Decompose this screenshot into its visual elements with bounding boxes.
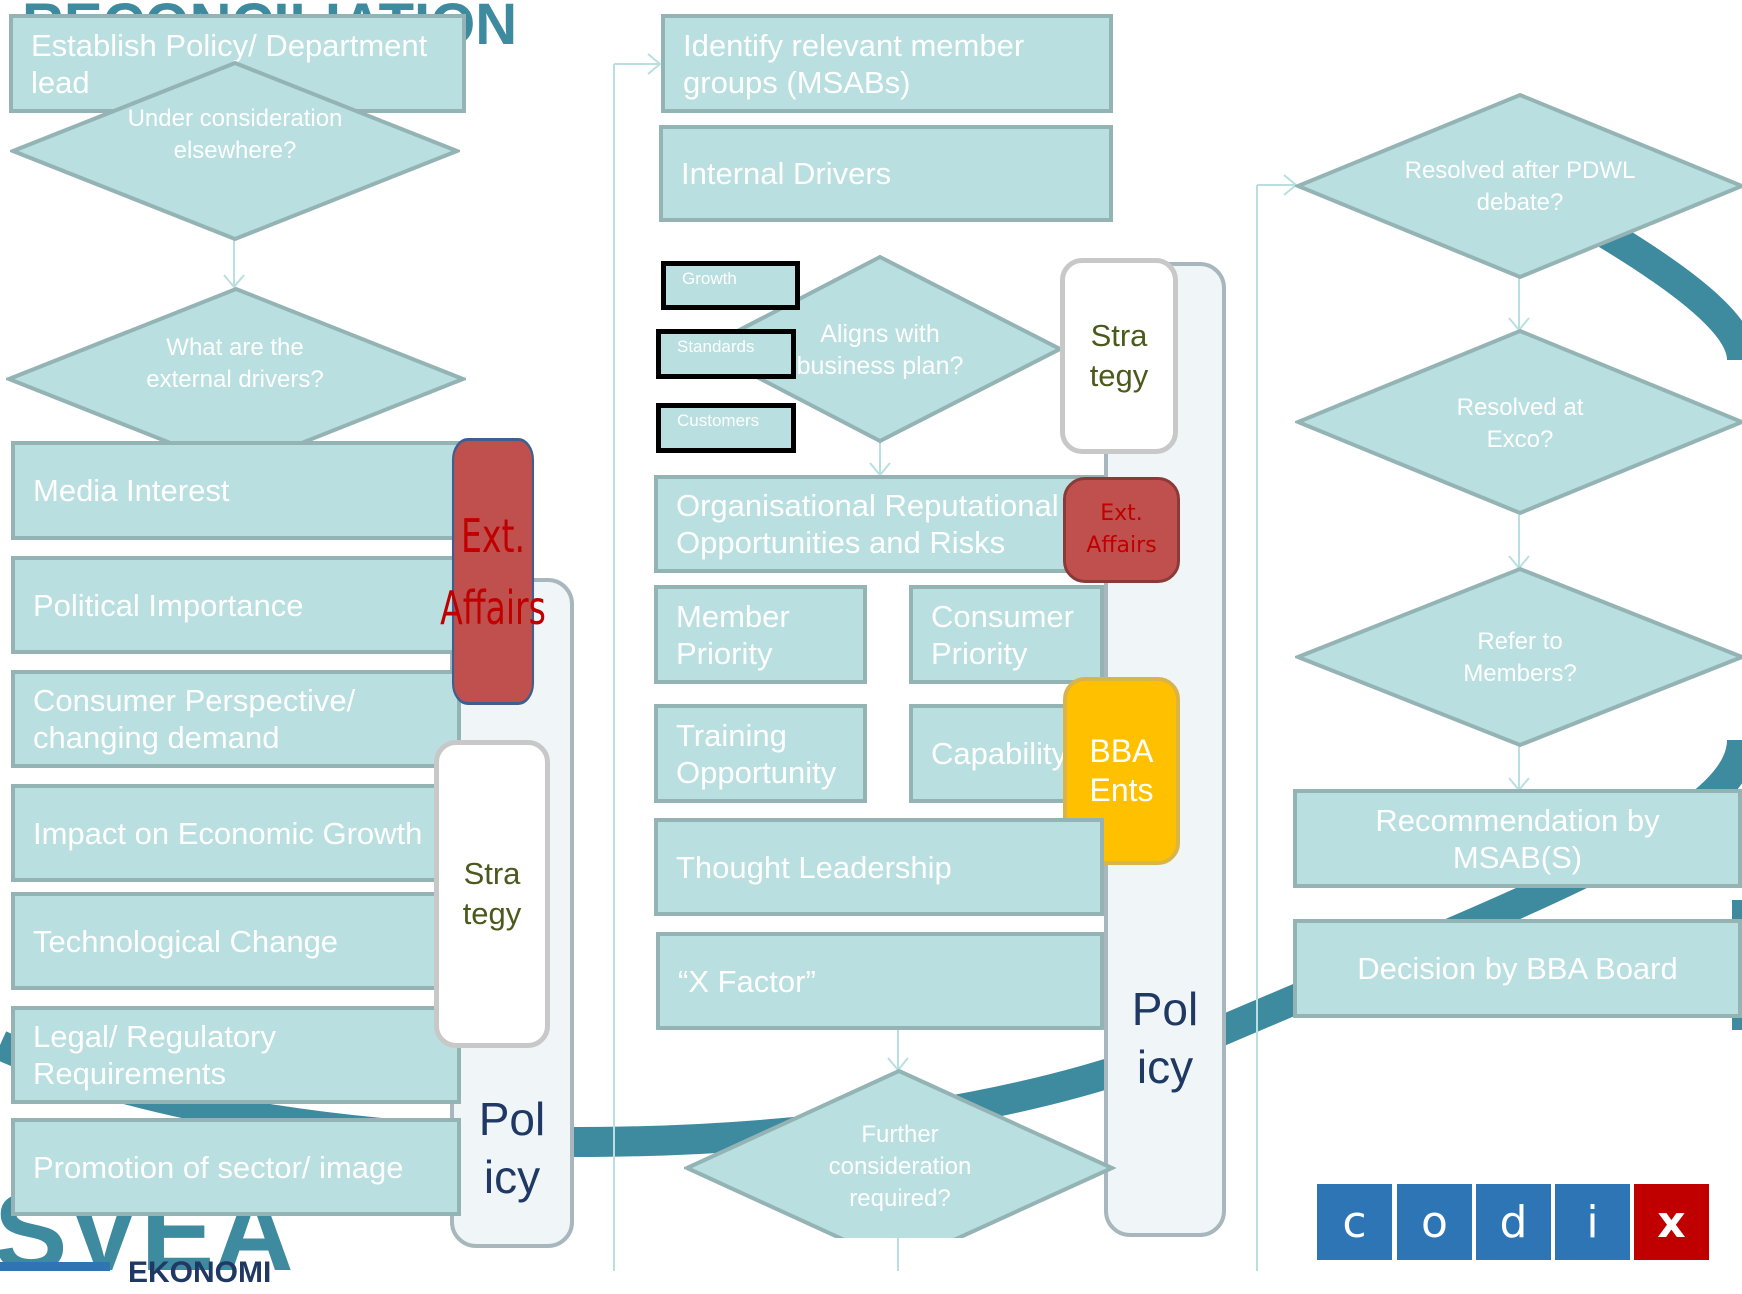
diamond-resolved-pdwl-label: Resolved after PDWL debate? xyxy=(1404,157,1636,216)
bba-ents-badge: BBA Ents xyxy=(1063,677,1180,865)
driver-legal-regulatory: Legal/ Regulatory Requirements xyxy=(11,1006,461,1104)
training-opportunity-box: Training Opportunity xyxy=(654,704,867,803)
connectors xyxy=(223,53,1530,1271)
diamond-under-consideration-label: Under consideration elsewhere? xyxy=(127,105,343,164)
diamond-resolved-pdwl xyxy=(1295,92,1742,280)
internal-drivers-box: Internal Drivers xyxy=(659,125,1113,222)
diamond-further-consideration-label: Further consideration required? xyxy=(828,1121,972,1212)
driver-technological-change: Technological Change xyxy=(11,892,461,990)
diamond-external-drivers-label: What are the external drivers? xyxy=(146,334,324,393)
footer-fragment-text: EKONOMI xyxy=(128,1256,272,1289)
organisational-reputational-box: Organisational Reputational Opportunitie… xyxy=(654,475,1104,573)
x-factor-box: “X Factor” xyxy=(656,932,1104,1030)
ext-affairs-badge-left: Ext. Affairs xyxy=(440,438,546,705)
driver-promotion-of-sector: Promotion of sector/ image xyxy=(11,1118,461,1216)
diamond-resolved-exco-label: Resolved at Exco? xyxy=(1456,394,1584,453)
consumer-priority-box: Consumer Priority xyxy=(909,585,1104,684)
decision-box: Decision by BBA Board xyxy=(1293,919,1742,1018)
tag-customers: Customers xyxy=(656,403,796,453)
policy-label-right: Pol icy xyxy=(1131,983,1199,1093)
driver-political-importance: Political Importance xyxy=(11,556,471,654)
logo-letter-i: i xyxy=(1555,1184,1630,1260)
identify-member-groups-box: Identify relevant member groups (MSABs) xyxy=(661,14,1113,113)
diamond-refer-to-members-label: Refer to Members? xyxy=(1463,628,1577,687)
driver-media-interest: Media Interest xyxy=(11,441,471,540)
logo-letter-x: x xyxy=(1634,1184,1709,1260)
driver-economic-growth: Impact on Economic Growth xyxy=(11,784,461,882)
diamond-refer-to-members xyxy=(1295,566,1742,748)
policy-label-left: Pol icy xyxy=(478,1093,546,1203)
logo-letter-o: o xyxy=(1397,1184,1472,1260)
thought-leadership-box: Thought Leadership xyxy=(654,818,1104,916)
recommendation-box: Recommendation by MSAB(S) xyxy=(1293,789,1742,888)
diamond-under-consideration xyxy=(10,60,460,242)
tag-growth: Growth xyxy=(661,261,800,310)
logo-letter-c: c xyxy=(1317,1184,1392,1260)
diamond-aligns-label: Aligns with business plan? xyxy=(796,320,964,380)
strategy-badge-left: Stra tegy xyxy=(434,740,550,1048)
diamond-further-consideration xyxy=(684,1068,1116,1238)
ext-affairs-badge-right: Ext. Affairs xyxy=(1063,477,1180,583)
member-priority-box: Member Priority xyxy=(654,585,867,684)
diamond-resolved-exco xyxy=(1295,328,1742,516)
swoosh-arc-upper xyxy=(1592,217,1742,362)
tag-standards: Standards xyxy=(656,329,796,379)
strategy-badge-right: Stra tegy xyxy=(1060,258,1178,454)
driver-consumer-perspective: Consumer Perspective/ changing demand xyxy=(11,670,461,768)
footer-bar xyxy=(0,1262,110,1271)
logo-letter-d: d xyxy=(1476,1184,1551,1260)
